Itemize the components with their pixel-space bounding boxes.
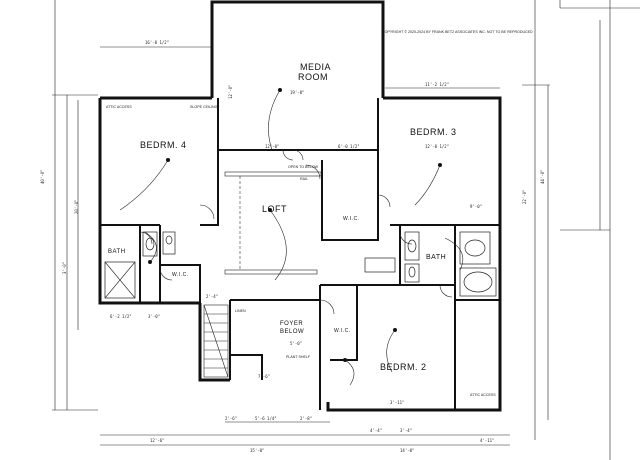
dim-right-b: 22'-0" bbox=[522, 190, 527, 204]
copyright-notice: COPYRIGHT © 2020-2024 BY FRANK BETZ ASSO… bbox=[382, 30, 533, 34]
dim-small-f: 3'-11" bbox=[390, 400, 404, 405]
dim-left-total: 40'-0" bbox=[40, 170, 45, 184]
bath-right-label: BATH bbox=[426, 254, 446, 261]
dim-loft-w: 12'-0" bbox=[265, 144, 279, 149]
wic-lower-label: W.I.C. bbox=[334, 328, 351, 334]
media-room-label-line2: ROOM bbox=[298, 72, 328, 82]
dim-bot-g: 2'-8" bbox=[300, 416, 312, 421]
dim-small-c: 2'-4" bbox=[206, 294, 218, 299]
sheet-border-lines bbox=[559, 0, 640, 460]
dim-small-g: 9'-0" bbox=[470, 204, 482, 209]
dimension-lines bbox=[52, 0, 550, 446]
dim-bot-h: 4'-4" bbox=[370, 428, 382, 433]
note-linen: LINEN bbox=[235, 309, 246, 313]
dim-bot-a: 12'-6" bbox=[150, 438, 164, 443]
room-labels: MEDIA ROOM BEDRM. 4 BEDRM. 3 LOFT BATH B… bbox=[108, 62, 457, 372]
dim-right-a: 11'-2 1/2" bbox=[425, 82, 449, 87]
note-attic-access-left: ATTIC ACCESS bbox=[106, 105, 132, 109]
note-rail: RAIL bbox=[300, 177, 308, 181]
dim-right-total: 44'-0" bbox=[540, 170, 545, 184]
dimension-labels: 16'-8 1/2" 19'-8" 12'-0" 11'-2 1/2" 12'-… bbox=[40, 40, 545, 453]
bedroom-4-label: BEDRM. 4 bbox=[140, 140, 187, 150]
light-fixture-icons bbox=[148, 88, 442, 362]
bedroom-2-label: BEDRM. 2 bbox=[380, 362, 427, 372]
wic-right-label: W.I.C. bbox=[343, 216, 360, 222]
note-attic-access-right: ATTIC ACCESS bbox=[470, 393, 496, 397]
loft-railing bbox=[224, 171, 322, 275]
note-open-to-below: OPEN TO BELOW bbox=[288, 165, 319, 169]
bath-left-label: BATH bbox=[108, 249, 126, 255]
interior-walls bbox=[100, 98, 500, 410]
wic-left-label: W.I.C. bbox=[172, 272, 189, 278]
dim-bot-b: 15'-0" bbox=[250, 448, 264, 453]
dim-bot-e: 2'-6" bbox=[225, 416, 237, 421]
plan-notes: SLOPE CEILING ATTIC ACCESS ATTIC ACCESS … bbox=[106, 105, 496, 397]
foyer-below-label-line1: FOYER bbox=[280, 321, 303, 327]
dim-bot-f: 5'-6 1/4" bbox=[255, 416, 277, 421]
dim-left-low: 3'-0" bbox=[62, 262, 67, 274]
bedroom-3-label: BEDRM. 3 bbox=[410, 127, 457, 137]
dim-bed3-w: 12'-8 1/2" bbox=[425, 144, 449, 149]
note-slope-ceiling: SLOPE CEILING bbox=[190, 105, 218, 109]
dim-bot-i: 3'-4" bbox=[400, 428, 412, 433]
dim-left-mid: 20'-0" bbox=[74, 200, 79, 214]
dim-small-d: 7'-6" bbox=[258, 374, 270, 379]
note-plant-shelf: PLANT SHELF bbox=[286, 355, 311, 359]
media-room-label-line1: MEDIA bbox=[300, 62, 331, 72]
dim-small-b: 3'-0" bbox=[148, 314, 160, 319]
bath-fixtures bbox=[104, 231, 497, 299]
dim-top-a: 16'-8 1/2" bbox=[145, 40, 169, 45]
door-swings bbox=[139, 149, 453, 315]
dim-small-a: 6'-2 1/2" bbox=[110, 314, 132, 319]
foyer-below-label-line2: BELOW bbox=[280, 329, 304, 335]
stairs bbox=[203, 304, 229, 378]
dim-top-b: 19'-8" bbox=[290, 90, 304, 95]
dim-media-h: 12'-0" bbox=[228, 85, 233, 99]
dim-small-e: 5'-0" bbox=[290, 341, 302, 346]
exterior-walls bbox=[98, 0, 502, 412]
loft-label: LOFT bbox=[262, 204, 287, 214]
dim-bot-c: 14'-0" bbox=[400, 448, 414, 453]
dim-loft-b: 6'-0 1/2" bbox=[338, 144, 360, 149]
dim-bot-d: 4'-11" bbox=[480, 438, 494, 443]
electrical-wiring bbox=[119, 89, 464, 386]
